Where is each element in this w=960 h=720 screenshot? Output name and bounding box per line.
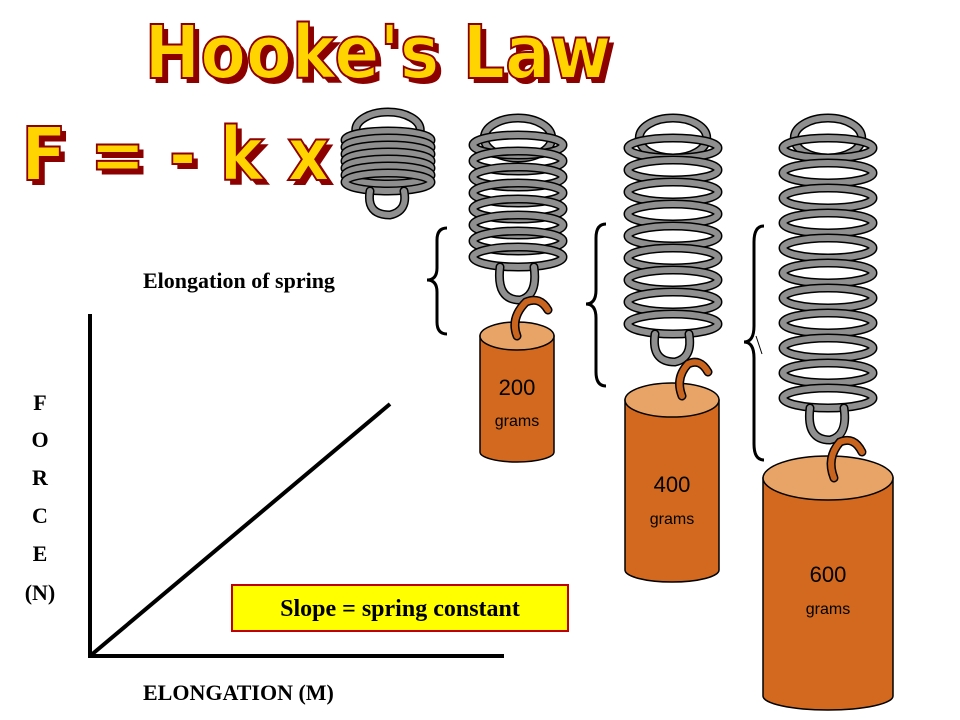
elongation-label: Elongation of spring — [143, 268, 335, 293]
spring-coil — [625, 179, 721, 205]
spring-coil — [780, 285, 876, 311]
spring-coil — [470, 244, 566, 270]
title: Hooke's Law Hooke's Law F = - k x F = - … — [20, 9, 617, 203]
spring-coil — [780, 335, 876, 361]
mass-unit: grams — [495, 413, 539, 430]
spring-coil — [625, 223, 721, 249]
hooks — [510, 295, 867, 483]
mass-unit: grams — [806, 601, 850, 618]
spring-coil — [342, 170, 434, 194]
elongation-brace-2 — [585, 222, 607, 388]
spring-600g — [778, 113, 878, 445]
spring-coil — [780, 235, 876, 261]
spring-coil — [780, 360, 876, 386]
spring-bottom-hook — [651, 331, 693, 366]
spring-200g — [468, 113, 568, 305]
spring-coil — [780, 310, 876, 336]
mass-value: 600 — [810, 562, 847, 587]
mass-value: 400 — [654, 472, 691, 497]
y-axis-letter: C — [32, 503, 48, 528]
y-axis-letter: O — [31, 427, 48, 452]
mass-400g: 400 grams — [624, 382, 720, 583]
mass-unit: grams — [650, 511, 694, 528]
y-axis-letter: R — [32, 465, 49, 490]
spring-coil — [780, 385, 876, 411]
spring-coil — [625, 245, 721, 271]
spring-bottom-hook — [366, 188, 408, 219]
stray-mark — [755, 335, 763, 355]
elongation-brace-3 — [743, 224, 765, 462]
mass-value: 200 — [499, 375, 536, 400]
title-line1: Hooke's Law — [145, 10, 612, 96]
spring-coil — [625, 289, 721, 315]
spring-unloaded — [340, 107, 436, 220]
spring-coil — [780, 210, 876, 236]
spring-coil — [625, 267, 721, 293]
mass-200g: 200 grams — [479, 321, 555, 463]
spring-coil — [780, 160, 876, 186]
slope-label: Slope = spring constant — [280, 596, 520, 622]
force-elongation-line — [88, 402, 392, 658]
y-axis-letter: E — [33, 541, 48, 566]
spring-coil — [780, 260, 876, 286]
elongation-brace-1 — [426, 226, 448, 336]
title-line2-shadow: F = - k x — [26, 117, 335, 203]
spring-coil — [780, 185, 876, 211]
spring-coil — [780, 135, 876, 161]
title-line1-shadow: Hooke's Law — [150, 15, 617, 101]
spring-400g — [623, 113, 723, 367]
spring-coil — [625, 157, 721, 183]
y-axis-label: F O R C E (N) — [25, 390, 56, 605]
spring-bottom-hook — [806, 405, 848, 444]
spring-bottom-hook — [496, 264, 538, 304]
spring-coil — [342, 163, 434, 187]
spring-coil — [625, 201, 721, 227]
spring-coil — [625, 311, 721, 337]
hook-icon — [828, 437, 865, 481]
y-axis-letter: F — [33, 390, 46, 415]
y-axis-letter: (N) — [25, 580, 56, 605]
hook-icon — [511, 297, 551, 339]
x-axis-label: ELONGATION (M) — [143, 680, 334, 705]
title-line2: F = - k x — [21, 112, 330, 198]
hook-icon — [676, 359, 711, 399]
mass-600g: 600 grams — [762, 455, 894, 711]
slope-box: Slope = spring constant — [231, 584, 569, 632]
